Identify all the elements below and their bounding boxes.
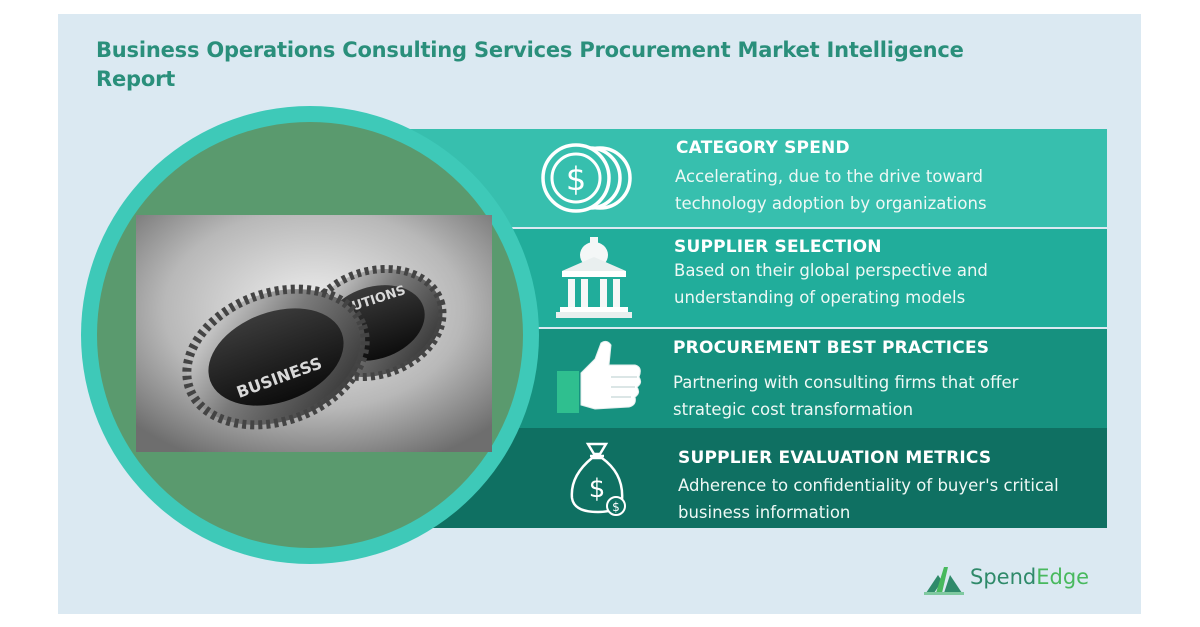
gears-photo: SOLUTIONS BUSINESS	[136, 215, 492, 452]
supplier-evaluation-metrics-line-2: business information	[678, 503, 851, 522]
svg-text:$: $	[589, 474, 606, 504]
supplier-evaluation-metrics-band: $ $ SUPPLIER EVALUATION METRICS Adherenc…	[405, 428, 1107, 528]
supplier-selection-line-1: Based on their global perspective and	[674, 261, 988, 280]
dollar-coins-icon: $	[538, 141, 638, 219]
supplier-evaluation-metrics-heading: SUPPLIER EVALUATION METRICS	[678, 448, 992, 468]
supplier-selection-line-2: understanding of operating models	[674, 288, 966, 307]
bank-building-icon	[556, 235, 632, 323]
category-spend-line-2: technology adoption by organizations	[675, 194, 987, 213]
svg-text:$: $	[566, 160, 586, 198]
thumbs-up-icon	[555, 339, 645, 421]
procurement-best-practices-line-2: strategic cost transformation	[673, 400, 914, 419]
spendedge-logo-mark	[924, 567, 964, 595]
svg-text:$: $	[612, 500, 620, 514]
supplier-evaluation-metrics-line-1: Adherence to confidentiality of buyer's …	[678, 476, 1059, 495]
category-spend-band: $ CATEGORY SPEND Accelerating, due to th…	[405, 129, 1107, 227]
procurement-best-practices-line-1: Partnering with consulting firms that of…	[673, 373, 1019, 392]
spendedge-logo-text: SpendEdge	[970, 565, 1089, 589]
category-spend-line-1: Accelerating, due to the drive toward	[675, 167, 983, 186]
logo-text-edge: Edge	[1036, 565, 1090, 589]
logo-text-spend: Spend	[970, 565, 1037, 589]
money-bag-icon: $ $	[568, 442, 630, 522]
procurement-best-practices-heading: PROCUREMENT BEST PRACTICES	[673, 338, 990, 358]
category-spend-heading: CATEGORY SPEND	[676, 138, 850, 158]
supplier-selection-heading: SUPPLIER SELECTION	[674, 237, 882, 257]
report-title: Business Operations Consulting Services …	[96, 38, 964, 91]
